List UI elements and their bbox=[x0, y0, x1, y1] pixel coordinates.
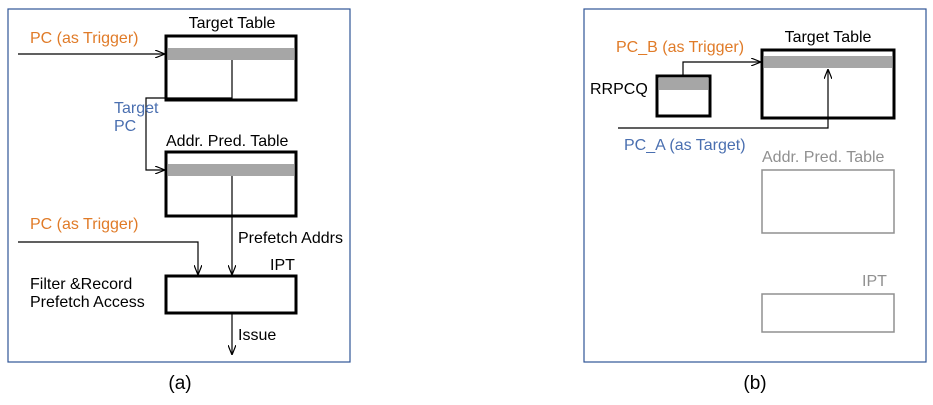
ipt-box-a bbox=[164, 274, 298, 315]
addr-pred-table-label: Addr. Pred. Table bbox=[166, 133, 289, 150]
caption-b: (b) bbox=[743, 373, 766, 394]
trigger-label-2: PC (as Trigger) bbox=[30, 216, 138, 233]
trigger-label-1: PC (as Trigger) bbox=[30, 30, 138, 47]
filter-record-label-2: Prefetch Access bbox=[30, 294, 145, 311]
trigger-arrow-2 bbox=[18, 241, 198, 274]
caption-a: (a) bbox=[168, 373, 191, 394]
issue-label: Issue bbox=[238, 327, 276, 344]
target-pc-arrow bbox=[145, 60, 233, 170]
target-pc-label-1: Target bbox=[114, 100, 159, 117]
target-table-row-b bbox=[764, 56, 892, 68]
filter-record-label-1: Filter &Record bbox=[30, 276, 132, 293]
panel-a-border bbox=[7, 8, 351, 363]
ipt-label-b: IPT bbox=[862, 273, 887, 290]
target-pc-label-2: PC bbox=[114, 118, 136, 135]
panel-a: Target Table PC (as Trigger) Target PC A… bbox=[7, 8, 351, 363]
target-table-label-b: Target Table bbox=[785, 29, 872, 46]
rrpcq-label: RRPCQ bbox=[590, 81, 648, 98]
target-table-row bbox=[168, 48, 294, 60]
target-label-b: PC_A (as Target) bbox=[624, 137, 746, 154]
addr-pred-table-box bbox=[164, 150, 298, 218]
target-pc-a-arrow bbox=[618, 70, 828, 129]
target-table-box bbox=[164, 34, 298, 102]
panel-b: PC_B (as Trigger) Target Table RRPCQ PC_… bbox=[583, 8, 927, 363]
trigger-label-b: PC_B (as Trigger) bbox=[616, 39, 744, 56]
addr-pred-table-label-b: Addr. Pred. Table bbox=[762, 149, 885, 166]
ipt-label-a: IPT bbox=[270, 257, 295, 274]
target-table-label: Target Table bbox=[189, 15, 276, 32]
ipt-box-b bbox=[761, 293, 895, 333]
panel-b-border bbox=[583, 8, 927, 363]
rrpcq-row bbox=[659, 78, 708, 90]
addr-pred-table-row bbox=[168, 164, 294, 176]
prefetch-addrs-label: Prefetch Addrs bbox=[238, 230, 343, 247]
rrpcq-to-target-arrow bbox=[682, 62, 760, 77]
addr-pred-table-box-b bbox=[761, 169, 895, 234]
